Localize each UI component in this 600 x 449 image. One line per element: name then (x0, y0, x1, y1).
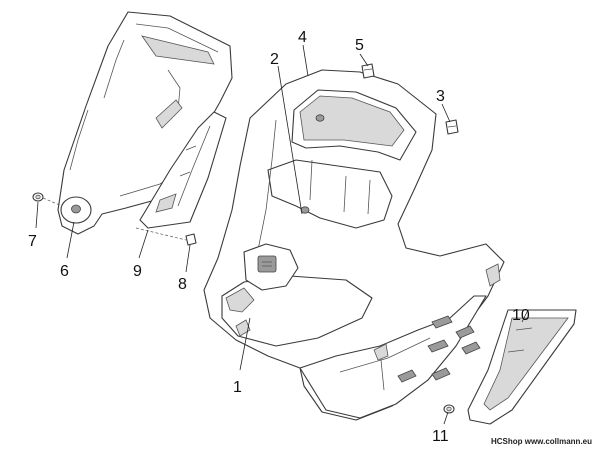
callout-3: 3 (436, 88, 445, 105)
callout-7: 7 (28, 233, 37, 250)
callout-8: 8 (178, 276, 187, 293)
callout-6: 6 (60, 263, 69, 280)
emblem-badge (60, 196, 92, 224)
side-trim-9 (139, 111, 227, 229)
callout-10: 10 (512, 307, 530, 324)
callout-9: 9 (133, 263, 142, 280)
callout-1: 1 (233, 379, 242, 396)
clip-nut-5 (361, 63, 375, 79)
front-cover-panel (57, 11, 233, 235)
leg-shield-main (203, 69, 505, 421)
clip-nut-3 (445, 119, 459, 135)
screw-7 (32, 192, 63, 207)
callout-4: 4 (298, 29, 307, 46)
callout-2: 2 (270, 51, 279, 68)
side-panel-10 (467, 309, 577, 425)
shop-watermark: HCShop www.collmann.eu (490, 437, 592, 446)
callout-11: 11 (432, 428, 449, 445)
screw-2b (300, 206, 310, 214)
leader-lines (35, 44, 529, 425)
screw-2a (315, 114, 325, 122)
screw-11 (443, 404, 455, 414)
callout-5: 5 (355, 37, 364, 54)
clip-8 (135, 227, 197, 246)
